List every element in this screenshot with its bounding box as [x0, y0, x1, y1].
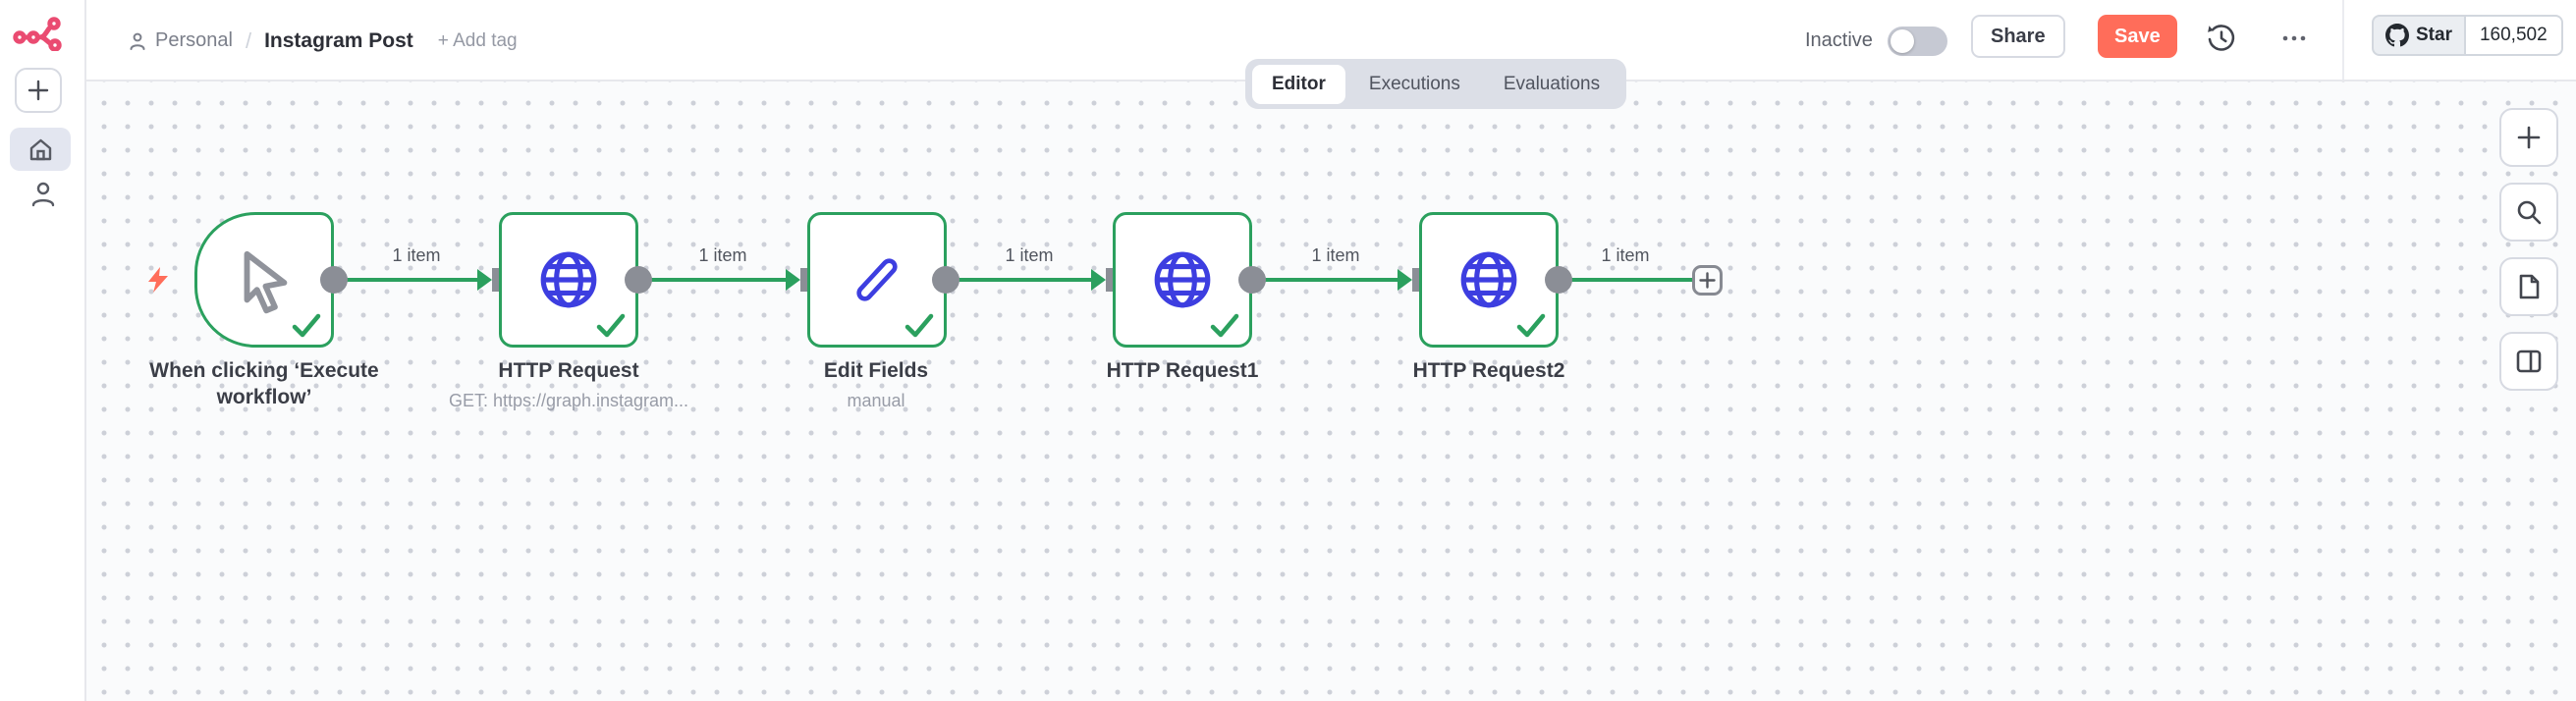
node-title: Edit Fields — [823, 359, 929, 382]
node-label: When clicking ‘Execute workflow’ — [137, 357, 392, 410]
breadcrumb-separator: / — [245, 27, 252, 53]
connection-items-label: 1 item — [1005, 245, 1054, 265]
workflow-activator: Inactive — [1805, 0, 1947, 81]
workflow-history-button[interactable] — [2206, 23, 2237, 54]
more-actions-button[interactable] — [2278, 23, 2310, 54]
plus-icon — [27, 80, 49, 101]
github-star-section: Star — [2372, 15, 2466, 56]
search-icon — [2517, 200, 2542, 225]
connection-items-label: 1 item — [392, 245, 441, 265]
plus-icon — [1699, 272, 1716, 289]
sidebar-item-home[interactable] — [10, 128, 71, 171]
tab-editor[interactable]: Editor — [1252, 64, 1345, 104]
output-port[interactable] — [932, 266, 959, 294]
breadcrumb-project-label: Personal — [155, 29, 233, 51]
connection-edge — [1252, 278, 1400, 282]
workflow-title[interactable]: Instagram Post — [264, 28, 413, 52]
tab-executions[interactable]: Executions — [1368, 73, 1460, 94]
share-button[interactable]: Share — [1971, 15, 2065, 58]
node-label: HTTP Request1 — [1035, 357, 1330, 384]
output-port[interactable] — [1238, 266, 1266, 294]
node-http-request1[interactable] — [1113, 212, 1252, 348]
person-icon — [130, 32, 145, 50]
input-arrow — [786, 269, 800, 291]
node-title: HTTP Request1 — [1106, 359, 1259, 382]
success-check-icon — [596, 313, 626, 338]
output-port[interactable] — [1545, 266, 1572, 294]
view-tabs: Editor Executions Evaluations — [1245, 59, 1627, 109]
globe-icon — [1460, 251, 1517, 308]
node-label: HTTP Request2 — [1342, 357, 1636, 384]
add-node-endpoint-button[interactable] — [1692, 265, 1723, 296]
connection-items-label: 1 item — [698, 245, 747, 265]
sidebar-item-user[interactable] — [27, 179, 59, 210]
cursor-icon — [244, 250, 288, 314]
toggle-panel-button[interactable] — [2499, 332, 2558, 391]
input-arrow — [1398, 269, 1412, 291]
connection-items-label: 1 item — [1311, 245, 1360, 265]
success-check-icon — [1210, 313, 1239, 338]
success-check-icon — [1516, 313, 1546, 338]
trigger-bolt-icon — [148, 267, 168, 293]
input-arrow — [1091, 269, 1106, 291]
output-port[interactable] — [625, 266, 652, 294]
active-toggle[interactable] — [1887, 26, 1947, 56]
node-http-request2[interactable] — [1419, 212, 1559, 348]
node-title: HTTP Request2 — [1412, 359, 1565, 382]
columns-icon — [2516, 350, 2542, 373]
breadcrumb: Personal / Instagram Post + Add tag — [128, 0, 518, 81]
github-star-label: Star — [2416, 25, 2452, 45]
globe-icon — [1154, 251, 1211, 308]
add-node-button[interactable] — [2499, 108, 2558, 167]
node-http-request[interactable] — [499, 212, 638, 348]
node-title: HTTP Request — [498, 359, 639, 382]
github-star-count: 160,502 — [2465, 15, 2563, 56]
ellipsis-icon — [2282, 35, 2306, 41]
history-clock-icon — [2208, 25, 2235, 51]
page-icon — [2519, 274, 2540, 299]
connection-edge — [1559, 278, 1693, 282]
n8n-logo[interactable] — [13, 14, 70, 51]
node-edit-fields[interactable] — [807, 212, 947, 348]
node-title: When clicking ‘Execute workflow’ — [149, 359, 379, 408]
output-port[interactable] — [320, 266, 348, 294]
home-icon — [29, 138, 51, 160]
sidebar-add-workflow-button[interactable] — [15, 68, 62, 113]
success-check-icon — [904, 313, 934, 338]
save-button[interactable]: Save — [2098, 15, 2177, 58]
toggle-knob — [1890, 28, 1914, 53]
input-arrow — [477, 269, 492, 291]
globe-icon — [540, 251, 597, 308]
add-tag-button[interactable]: + Add tag — [437, 29, 518, 51]
node-subtitle: manual — [847, 391, 905, 410]
plus-icon — [2517, 126, 2541, 149]
connection-edge — [334, 278, 481, 282]
node-label: Edit Fields manual — [729, 357, 1023, 411]
breadcrumb-project[interactable]: Personal — [128, 29, 233, 52]
app-sidebar — [0, 0, 86, 701]
tab-evaluations[interactable]: Evaluations — [1503, 73, 1601, 94]
connection-edge — [946, 278, 1094, 282]
workflow-canvas[interactable] — [86, 81, 2576, 701]
success-check-icon — [292, 313, 321, 338]
github-star-badge[interactable]: Star 160,502 — [2372, 15, 2563, 56]
node-subtitle: GET: https://graph.instagram... — [448, 391, 689, 410]
user-icon — [31, 182, 55, 207]
connection-items-label: 1 item — [1601, 245, 1650, 265]
node-label: HTTP Request GET: https://graph.instagra… — [392, 357, 745, 411]
sticky-note-button[interactable] — [2499, 257, 2558, 316]
search-button[interactable] — [2499, 183, 2558, 242]
connection-edge — [638, 278, 789, 282]
github-icon — [2385, 24, 2409, 47]
activator-label: Inactive — [1805, 29, 1873, 51]
header-divider — [2342, 0, 2344, 80]
node-manual-trigger[interactable] — [194, 212, 334, 348]
pencil-icon — [856, 258, 898, 301]
